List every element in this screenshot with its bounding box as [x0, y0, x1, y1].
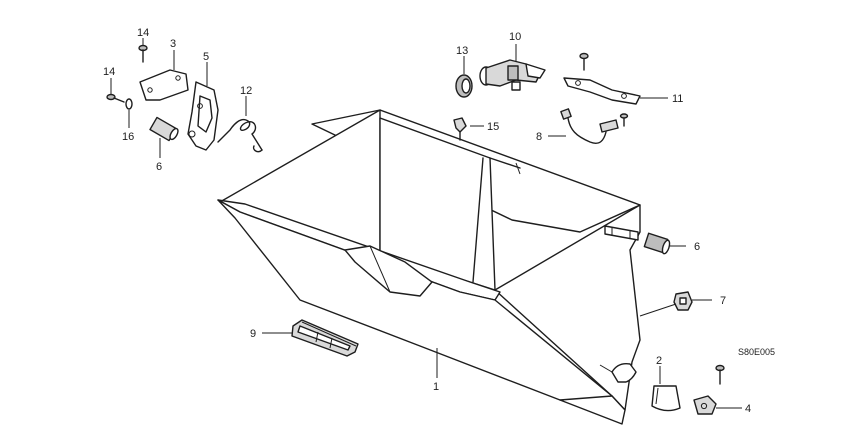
callout-13: 13: [456, 45, 468, 57]
screw-part-14-lower: [106, 78, 125, 103]
callout-16: 16: [122, 131, 134, 143]
callout-8: 8: [536, 131, 542, 143]
latch-assembly-part-10: [479, 44, 546, 91]
spring-part-12: [217, 96, 263, 153]
bracket-part-11: [563, 52, 668, 105]
callout-labels: 1 2 3 4 5 6 6 7 8 9 10 11 12 13 14 14 15…: [103, 27, 775, 415]
callout-6-upper: 6: [156, 161, 162, 173]
callout-15: 15: [487, 121, 499, 133]
callout-9: 9: [250, 328, 256, 340]
plate-part-3: [139, 50, 189, 101]
screw-part-14-upper: [138, 38, 148, 63]
stay-part-4: [693, 364, 742, 415]
diagram-code: S80E005: [738, 347, 775, 357]
lock-ring-part-13: [455, 56, 473, 98]
callout-3: 3: [170, 38, 176, 50]
switch-wire-part-8: [548, 108, 629, 144]
callout-5: 5: [203, 51, 209, 63]
callout-2: 2: [656, 355, 662, 367]
callout-12: 12: [240, 85, 252, 97]
glove-box: [217, 109, 641, 425]
callout-1: 1: [433, 381, 439, 393]
bushing-part-6-right: [643, 232, 686, 255]
callout-7: 7: [720, 295, 726, 307]
callout-6-right: 6: [694, 241, 700, 253]
callout-14-lower: 14: [103, 66, 115, 78]
bushing-part-6-upper: [149, 116, 179, 158]
callout-10: 10: [509, 31, 521, 43]
callout-4: 4: [745, 403, 751, 415]
washer-part-16: [125, 98, 133, 128]
bumper-part-2: [651, 366, 681, 412]
handle-part-9: [262, 319, 359, 357]
callout-14-upper: 14: [137, 27, 149, 39]
clip-part-15: [453, 117, 484, 141]
callout-11: 11: [672, 93, 683, 105]
hinge-arm-part-5: [187, 62, 219, 151]
clip-part-7: [639, 291, 712, 317]
